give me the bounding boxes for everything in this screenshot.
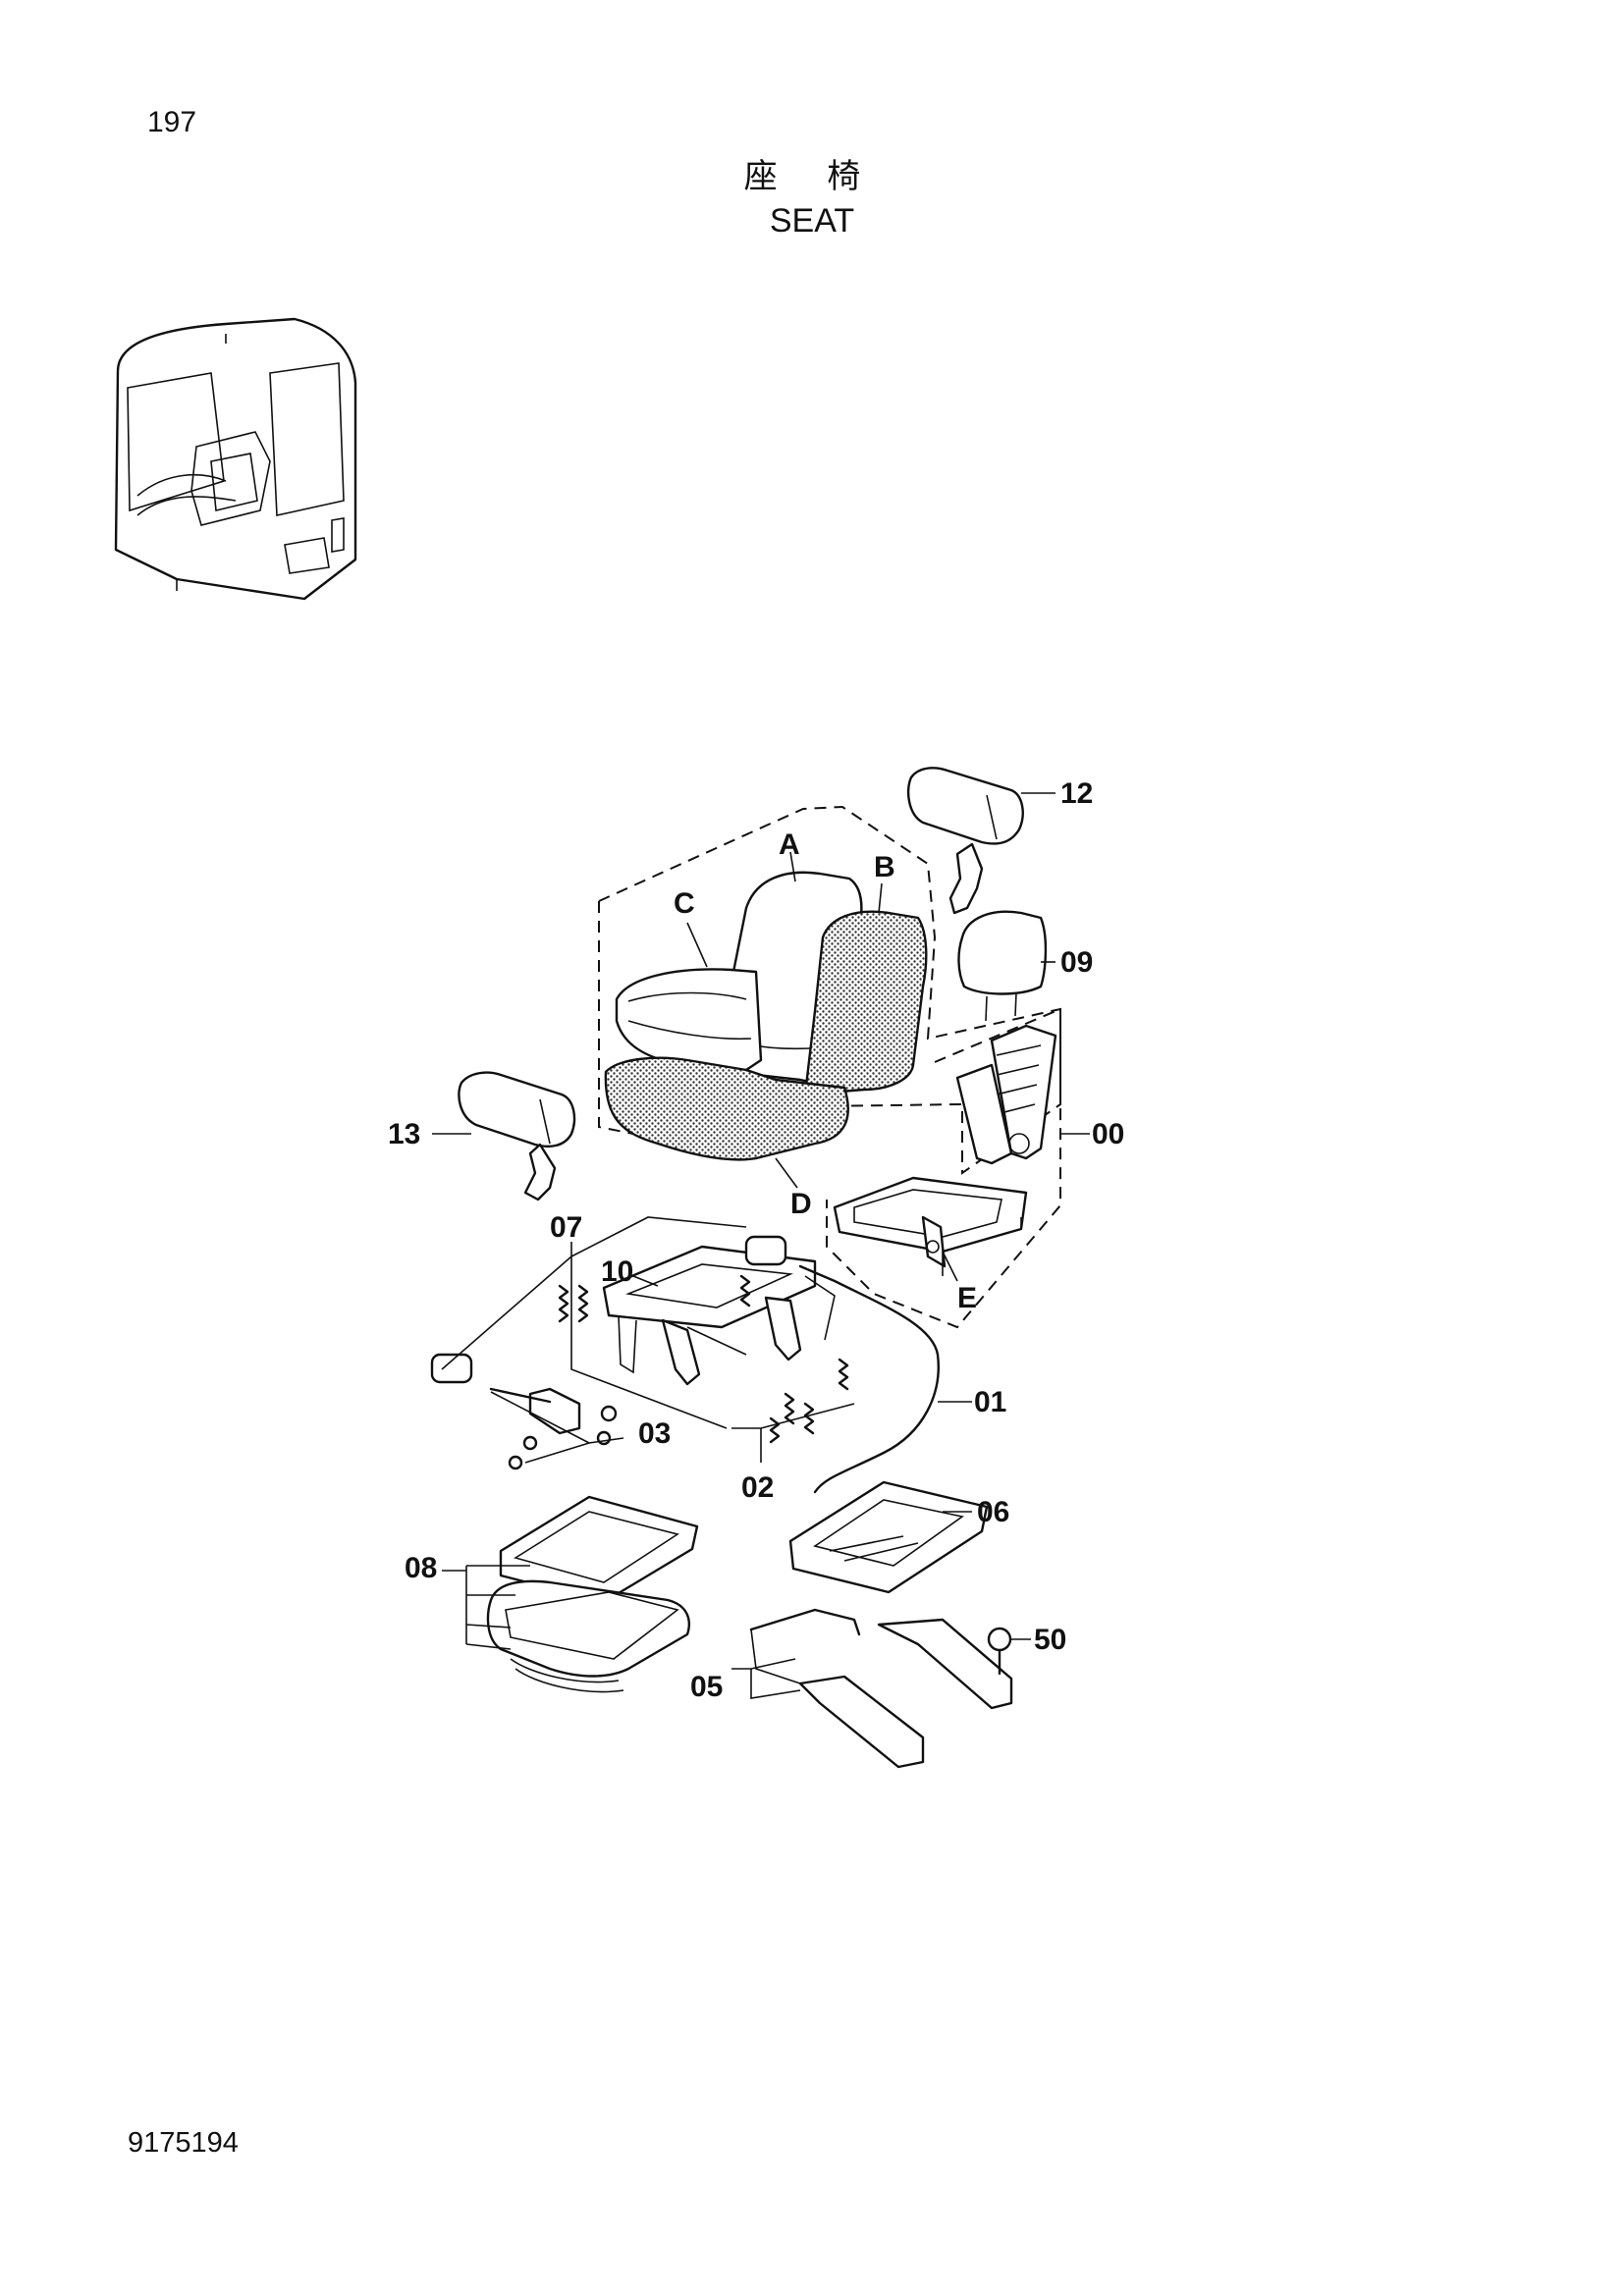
callout-00: 00 [1092,1118,1124,1150]
cushion-cover [604,1056,849,1161]
springs [558,1274,849,1444]
armrest-left [458,1071,576,1201]
backrest-cover [803,910,928,1096]
callout-C: C [674,887,695,920]
callout-B: B [874,851,895,883]
callout-12: 12 [1060,777,1093,810]
callout-07: 07 [550,1211,582,1244]
callout-06: 06 [977,1496,1009,1528]
fastener-set [489,1387,618,1470]
headrest [957,910,1048,1022]
title-japanese: 座 椅 [743,157,881,196]
slide-lever [749,1608,1013,1769]
page-number: 197 [147,106,197,138]
armrest-right [907,767,1024,915]
callout-03: 03 [638,1417,671,1450]
callout-01: 01 [974,1386,1006,1418]
slide-plate [788,1480,989,1594]
callout-A: A [779,828,800,861]
seat-frame [833,1024,1057,1276]
seat-cushion [615,968,763,1072]
callout-05: 05 [690,1671,723,1703]
document-number: 9175194 [128,2127,239,2159]
bolt [987,1627,1012,1676]
title-english: SEAT [769,202,855,240]
frame-assembly-boundary [826,1007,1061,1329]
callout-02: 02 [741,1471,774,1504]
callout-09: 09 [1060,946,1093,979]
release-cable [798,1264,940,1494]
callout-D: D [790,1188,812,1220]
callout-08: 08 [405,1552,437,1584]
slide-rail-assembly [486,1495,699,1693]
cab-location-thumbnail [114,317,357,601]
leader-lines [432,792,1090,1699]
suspension-frame [430,1235,836,1386]
callout-10: 10 [601,1255,633,1288]
callout-E: E [957,1282,977,1314]
callout-50: 50 [1034,1624,1066,1656]
callout-13: 13 [388,1118,420,1150]
part-callouts: 12 09 00 13 07 10 01 03 02 06 08 50 05 A… [388,777,1124,1703]
